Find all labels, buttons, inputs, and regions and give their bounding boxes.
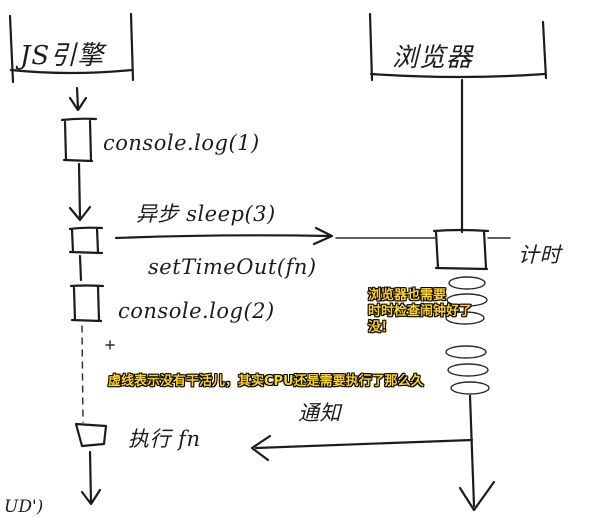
async-box [68, 226, 104, 255]
bottom-partial-label: UD') [4, 497, 43, 517]
timer-label: 计时 [518, 243, 563, 267]
check-loop-1 [448, 276, 486, 290]
set-timeout-label: setTimeOut(fn) [148, 255, 317, 279]
js-engine-header: JS引擎 [8, 12, 135, 84]
dashed-line-note: 虚线表示没有干活儿，其实CPU还是需要执行了那么久 [108, 374, 424, 389]
js-lifeline [60, 86, 108, 506]
execute-fn-label: 执行 fn [128, 427, 200, 451]
log2-label: console.log(2) [118, 299, 275, 323]
browser-header: 浏览器 [368, 12, 548, 82]
check-loop-6 [450, 381, 490, 395]
js-engine-label: JS引擎 [15, 41, 107, 71]
async-sleep-label: 异步 sleep(3) [136, 202, 276, 226]
log2-box [69, 284, 105, 323]
check-loop-3 [445, 311, 485, 325]
browser-check-note: 浏览器也需要 时时检查闹钟好了 没！ [368, 288, 473, 335]
log1-label: console.log(1) [103, 131, 260, 155]
browser-label: 浏览器 [392, 43, 474, 73]
timer-box [432, 228, 490, 271]
execute-box [74, 422, 108, 448]
cursor-cross-icon [105, 340, 115, 350]
check-loop-2 [446, 293, 488, 307]
message-async [114, 226, 511, 246]
log1-box [60, 117, 98, 163]
notify-label: 通知 [298, 401, 343, 425]
browser-lifeline [432, 78, 496, 512]
check-loop-5 [447, 363, 489, 377]
idle-dashed-line [81, 325, 84, 423]
check-loop-4 [445, 345, 487, 359]
message-notify [250, 434, 474, 462]
